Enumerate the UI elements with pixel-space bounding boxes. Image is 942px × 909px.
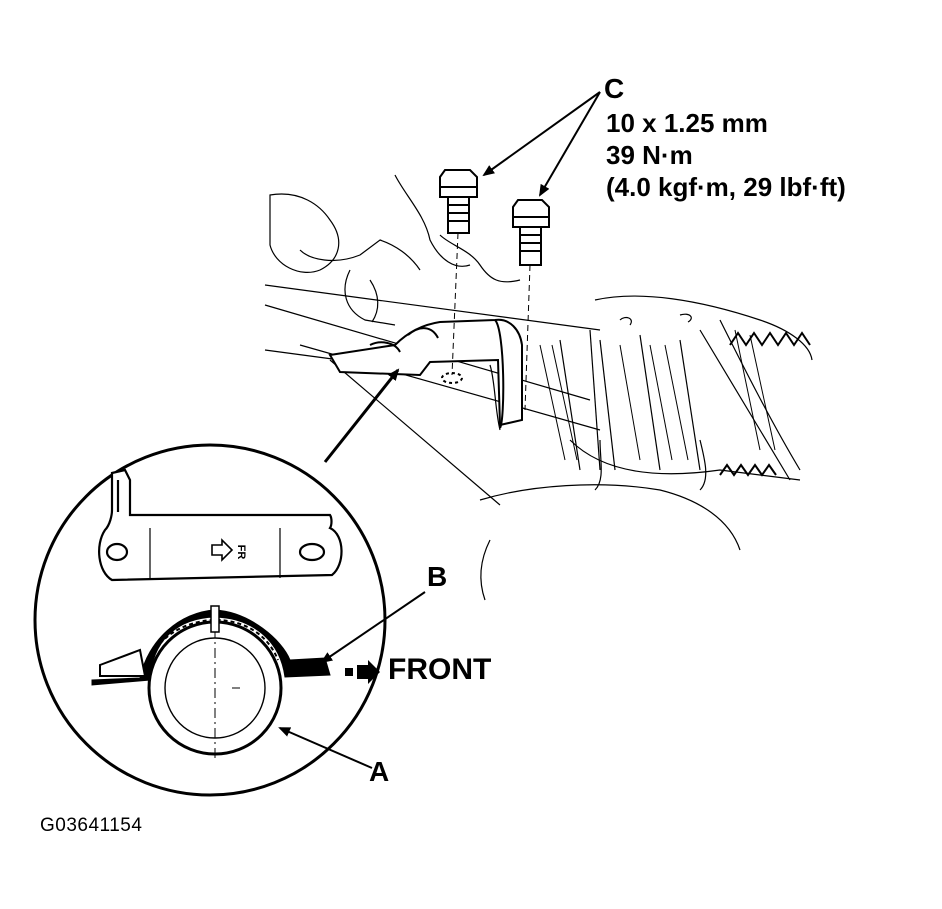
wavy-edges (719, 331, 811, 477)
callout-a-leader (278, 727, 373, 769)
chassis-linework (264, 174, 813, 601)
figure-id: G03641154 (40, 815, 143, 836)
installed-bracket (328, 318, 523, 429)
callout-c-leader-2 (538, 91, 601, 197)
callout-b-label: B (427, 561, 448, 592)
bolt-right-centerline (524, 264, 531, 411)
bolt-right (512, 199, 550, 266)
bracket-fr-marking: FR (235, 545, 247, 560)
clamp-side-view (91, 605, 331, 760)
fastener-size: 10 x 1.25 mm (606, 108, 768, 138)
bolt-left-centerline (451, 232, 459, 376)
fastener-torque-nm: 39 N·m (606, 140, 693, 170)
callout-c-label: C (604, 73, 625, 104)
callout-b-leader (320, 591, 426, 664)
detail-pointer-arrow (323, 368, 400, 463)
hatch-lines (539, 329, 776, 461)
fastener-torque-alt: (4.0 kgf·m, 29 lbf·ft) (606, 172, 846, 202)
front-direction-label: FRONT (388, 653, 492, 686)
callout-a-label: A (369, 756, 390, 787)
bolt-left (439, 169, 478, 234)
bracket-top-view (98, 468, 343, 582)
front-direction-arrow (345, 660, 380, 684)
callout-c-leader-1 (482, 91, 601, 177)
